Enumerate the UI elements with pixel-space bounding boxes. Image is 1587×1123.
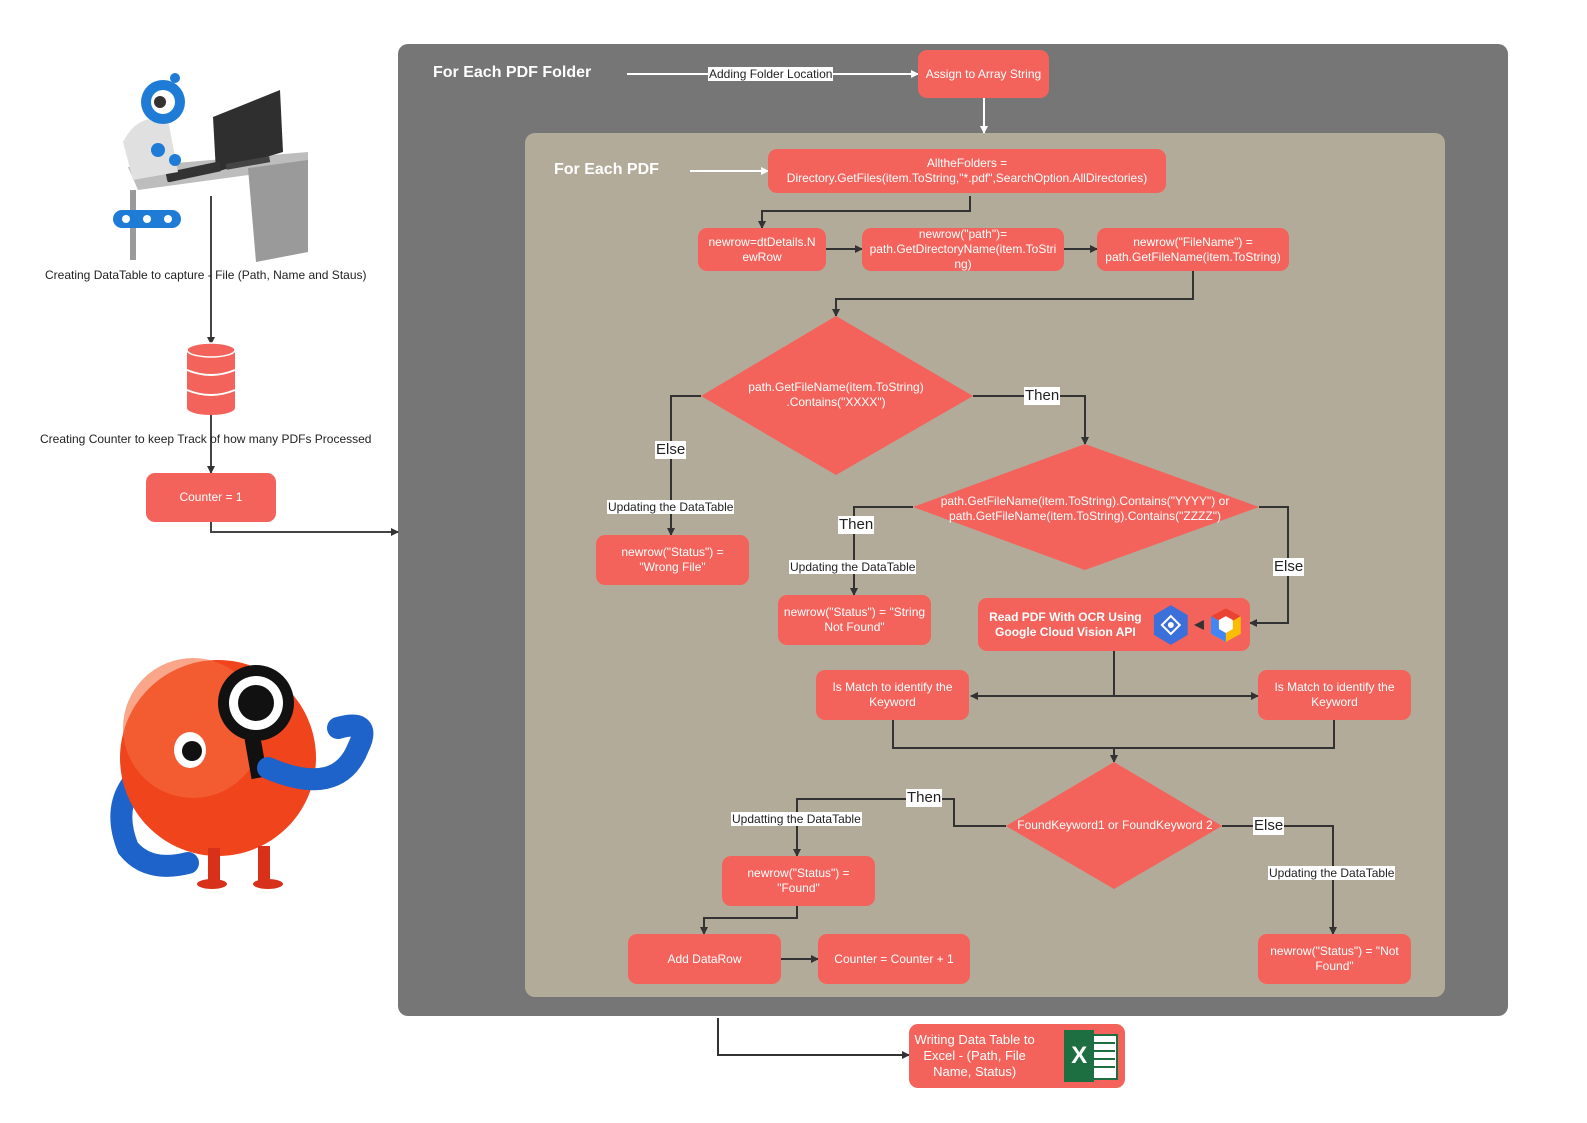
not-found-box: newrow("Status") = "Not Found" xyxy=(1258,934,1411,984)
new-row-box: newrow=dtDetails.N ewRow xyxy=(698,228,826,271)
decision-2-line-2: path.GetFileName(item.ToString).Contains… xyxy=(949,509,1221,523)
filename-line-1: newrow("FileName") = xyxy=(1133,234,1253,249)
wrong-file-box: newrow("Status") = "Wrong File" xyxy=(596,535,749,585)
edge-label-else-1: Else xyxy=(655,441,687,459)
decision-1-line-2: .Contains("XXXX") xyxy=(786,395,886,409)
match-left-box: Is Match to identify the Keyword xyxy=(816,670,969,720)
arrow-left-icon xyxy=(1194,619,1205,630)
found-line-2: "Found" xyxy=(777,881,820,895)
path-line-1: newrow("path")= xyxy=(918,227,1008,241)
newrow-line-1: newrow=dtDetails.N xyxy=(708,234,816,249)
match-left-line-2: Keyword xyxy=(869,695,916,709)
magnifier-mascot-illustration xyxy=(110,658,374,889)
outer-loop-title: For Each PDF Folder xyxy=(433,64,592,81)
not-found-line-1: newrow("Status") = "Not xyxy=(1270,944,1399,958)
not-found-line-2: Found" xyxy=(1315,959,1354,973)
edge-label-updating-not-found: Updating the DataTable xyxy=(1268,866,1396,880)
robot-at-computer-illustration xyxy=(113,73,308,262)
edge-label-else-2: Else xyxy=(1273,558,1305,576)
gcp-hexagon-icon xyxy=(1211,607,1242,642)
all-the-folders-box: AlltheFolders = Directory.GetFiles(item.… xyxy=(768,149,1166,193)
decision-2-text: path.GetFileName(item.ToString).Contains… xyxy=(925,494,1245,524)
path-directory-box: newrow("path")= path.GetDirectoryName(it… xyxy=(862,227,1064,271)
excel-icon: X xyxy=(1064,1030,1121,1082)
edge-label-else-3: Else xyxy=(1253,817,1285,835)
database-icon xyxy=(186,342,236,415)
edge-label-then-2: Then xyxy=(838,516,875,534)
string-not-found-box: newrow("Status") = "String Not Found" xyxy=(778,595,931,645)
ocr-line-2: Google Cloud Vision API xyxy=(995,624,1136,639)
all-folders-line-2: Directory.GetFiles(item.ToString,"*.pdf"… xyxy=(786,171,1148,185)
edge-label-updating-wrong: Updating the DataTable xyxy=(607,500,735,514)
counter-increment-box: Counter = Counter + 1 xyxy=(818,934,970,984)
edge-label-then-3: Then xyxy=(906,789,943,807)
write-to-excel-box: Writing Data Table to Excel - (Path, Fil… xyxy=(909,1024,1125,1088)
filename-line-2: path.GetFileName(item.ToString) xyxy=(1105,249,1281,264)
string-not-found-line-2: Not Found" xyxy=(824,620,885,634)
cloud-vision-icon xyxy=(1153,604,1188,645)
string-not-found-line-1: newrow("Status") = "String xyxy=(783,605,926,619)
excel-line-3: Name, Status) xyxy=(933,1064,1017,1079)
edge-label-updating-string: Updating the DataTable xyxy=(789,560,917,574)
match-right-line-1: Is Match to identify the xyxy=(1274,680,1395,694)
all-folders-line-1: AlltheFolders = xyxy=(926,156,1008,170)
edge-label-then-1: Then xyxy=(1024,387,1061,405)
counter-caption: Creating Counter to keep Track of how ma… xyxy=(40,432,372,446)
match-right-box: Is Match to identify the Keyword xyxy=(1258,670,1411,720)
newrow-line-2: ewRow xyxy=(742,249,782,264)
excel-letter: X xyxy=(1064,1030,1095,1082)
found-line-1: newrow("Status") = xyxy=(747,866,850,880)
decision-2-line-1: path.GetFileName(item.ToString).Contains… xyxy=(940,494,1230,508)
decision-1-line-1: path.GetFileName(item.ToString) xyxy=(748,380,924,394)
excel-line-2: Excel - (Path, File xyxy=(923,1048,1026,1063)
wrong-file-line-1: newrow("Status") = xyxy=(621,545,724,559)
decision-3-text: FoundKeyword1 or FoundKeyword 2 xyxy=(1017,818,1213,832)
datatable-caption: Creating DataTable to capture - File (Pa… xyxy=(45,268,367,282)
excel-text: Writing Data Table to Excel - (Path, Fil… xyxy=(913,1032,1036,1080)
ocr-box: Read PDF With OCR Using Google Cloud Vis… xyxy=(978,598,1250,651)
filename-box: newrow("FileName") = path.GetFileName(it… xyxy=(1097,228,1289,271)
ocr-line-1: Read PDF With OCR Using xyxy=(989,609,1142,624)
ocr-text: Read PDF With OCR Using Google Cloud Vis… xyxy=(986,610,1145,640)
found-box: newrow("Status") = "Found" xyxy=(722,856,875,906)
match-left-line-1: Is Match to identify the xyxy=(832,680,953,694)
add-datarow-box: Add DataRow xyxy=(628,934,781,984)
path-line-3: ng) xyxy=(954,257,972,271)
inner-loop-title: For Each PDF xyxy=(554,161,659,178)
excel-line-1: Writing Data Table to xyxy=(914,1032,1035,1047)
edge-label-adding-folder: Adding Folder Location xyxy=(708,67,834,81)
wrong-file-line-2: "Wrong File" xyxy=(639,560,706,574)
path-line-2: path.GetDirectoryName(item.ToStri xyxy=(869,242,1057,256)
match-right-line-2: Keyword xyxy=(1311,695,1358,709)
decision-1-text: path.GetFileName(item.ToString) .Contain… xyxy=(736,380,936,410)
counter-init-box: Counter = 1 xyxy=(146,473,276,522)
edge-label-updating-found: Updatting the DataTable xyxy=(731,812,862,826)
assign-array-string-box: Assign to Array String xyxy=(918,50,1049,98)
